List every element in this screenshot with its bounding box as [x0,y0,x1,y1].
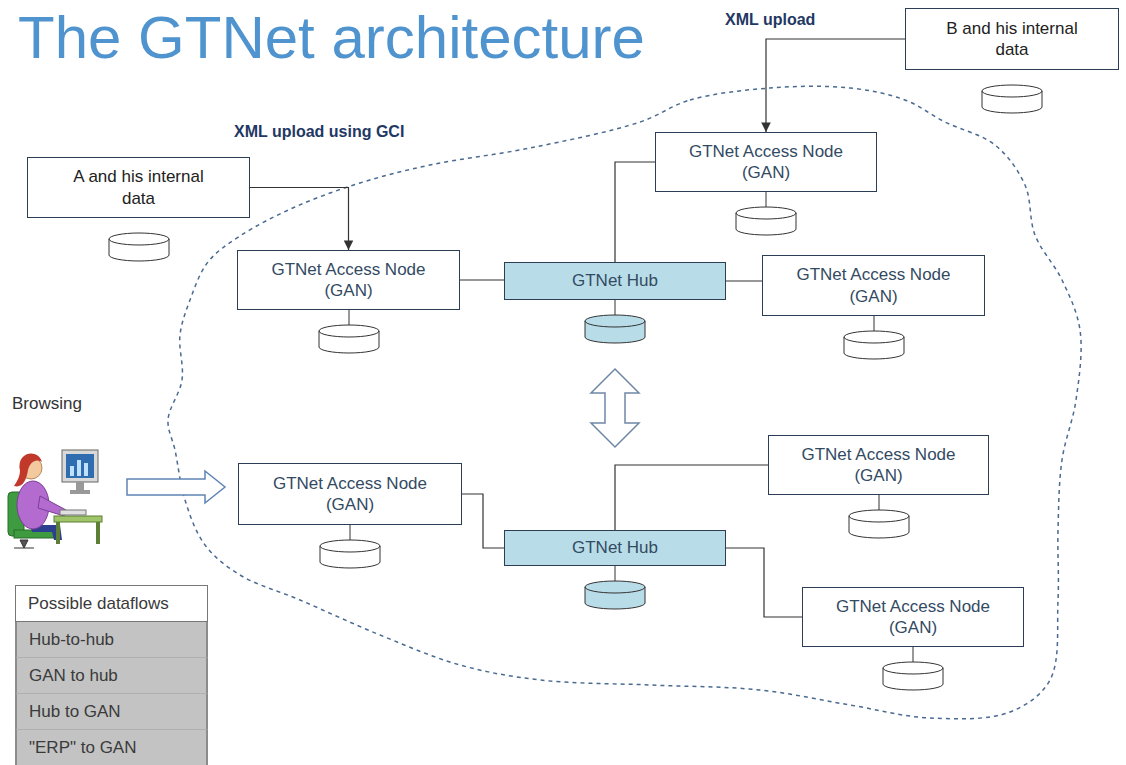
diagram-title: The GTNet architecture [18,8,645,68]
browse-arrow [127,471,225,503]
database-cylinder [736,207,796,235]
network-boundary [168,86,1081,719]
access-node-box: GTNet Access Node (GAN) [768,435,989,495]
double-arrow [591,369,639,447]
connector [726,548,802,617]
caption-label: Browsing [12,394,82,414]
desk-leg [96,522,100,544]
connector [250,188,349,251]
database-rim [844,337,904,343]
table-cell: Hub to GAN [15,694,208,730]
node-text: GTNet Hub [572,537,658,558]
database-rim [849,516,909,522]
monitor [62,450,98,482]
hair [14,454,42,487]
hub-box: GTNet Hub [504,262,726,300]
chair-base [14,540,34,548]
chart-bar [77,460,81,476]
chart-bar [70,466,74,476]
node-text: GTNet Access Node (GAN) [268,473,433,516]
screen [66,454,94,478]
database-rim [319,331,379,337]
access-node-box: GTNet Access Node (GAN) [762,255,985,316]
edge-label: XML upload [723,11,817,29]
user-illustration [8,450,102,548]
database-cylinder [844,331,904,359]
access-node-box: GTNet Access Node (GAN) [237,250,460,310]
connector [615,162,655,262]
database-cylinder [849,510,909,538]
node-text: GTNet Access Node (GAN) [266,259,431,302]
chart-bar [84,463,88,476]
table-cell: Hub-to-hub [15,622,208,658]
database-rim [585,587,645,593]
keyboard [60,510,86,515]
node-text: GTNet Access Node (GAN) [684,141,849,184]
node-text: GTNet Access Node (GAN) [796,444,961,487]
connector [726,280,762,281]
hub-box: GTNet Hub [504,530,726,566]
database-cylinder [883,662,943,690]
database-cylinder [109,233,169,261]
source-box: B and his internal data [905,8,1119,70]
monitor-stand [76,482,84,490]
database-rim [982,91,1042,97]
desk-leg [56,522,60,544]
desk [54,516,102,522]
database-rim [109,239,169,245]
monitor-base [70,490,90,494]
node-text: GTNet Hub [572,270,658,291]
database-cylinder [585,315,645,343]
database-cylinder [982,85,1042,113]
access-node-box: GTNet Access Node (GAN) [238,463,462,525]
database-cylinder [319,325,379,353]
access-node-box: GTNet Access Node (GAN) [655,132,877,192]
table-cell: GAN to hub [15,658,208,694]
database-rim [320,546,380,552]
database-rim [585,321,645,327]
table-cell: "ERP" to GAN [15,730,208,765]
source-box: A and his internal data [27,157,250,218]
edge-label: XML upload using GCI [232,123,406,141]
table-header: Possible dataflows [15,585,208,622]
database-rim [883,668,943,674]
database-cylinder [320,540,380,568]
access-node-box: GTNet Access Node (GAN) [802,587,1024,647]
connector [460,279,504,280]
database-cylinder [585,581,645,609]
node-text: B and his internal data [932,18,1092,61]
connector [615,465,768,530]
database-rim [736,213,796,219]
connector [766,39,905,132]
node-text: A and his internal data [59,166,219,209]
connector [462,494,504,548]
node-text: GTNet Access Node (GAN) [831,596,996,639]
node-text: GTNet Access Node (GAN) [791,264,956,307]
